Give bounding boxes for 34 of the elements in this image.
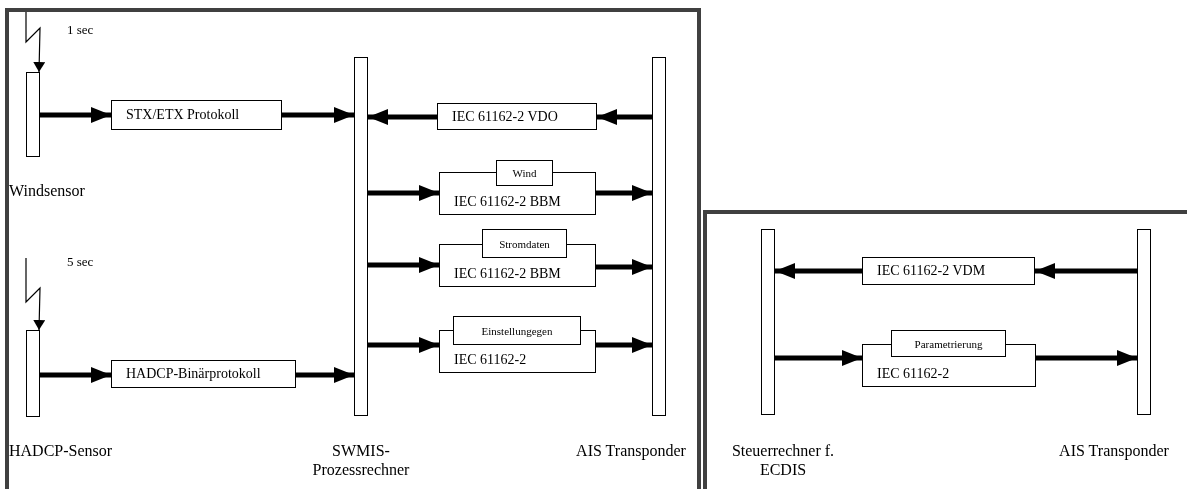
arrow [368, 257, 439, 273]
component-label: HADCP-Sensor [9, 441, 113, 460]
trigger-arrow [25, 11, 46, 73]
arrow [596, 185, 652, 201]
component-label: AIS Transponder [1058, 441, 1170, 460]
arrow [296, 367, 354, 383]
message-box: STX/ETX Protokoll [111, 100, 282, 130]
arrow [368, 185, 439, 201]
arrow [282, 107, 354, 123]
arrow [368, 337, 439, 353]
arrow [368, 109, 437, 125]
message-tab: Stromdaten [482, 229, 567, 258]
arrow [775, 350, 862, 366]
arrow [40, 367, 111, 383]
arrow [596, 337, 652, 353]
message-box: HADCP-Binärprotokoll [111, 360, 296, 388]
interval-label: 5 sec [67, 254, 94, 270]
arrow [40, 107, 111, 123]
message-box: IEC 61162-2 VDO [437, 103, 597, 130]
arrow [597, 109, 652, 125]
arrow [1036, 350, 1137, 366]
message-tab: Einstellungegen [453, 316, 581, 345]
arrow [1035, 263, 1137, 279]
component-label: AIS Transponder [575, 441, 687, 460]
arrow [596, 259, 652, 275]
trigger-arrow [25, 257, 46, 331]
component-label: Steuerrechner f. ECDIS [730, 441, 836, 479]
arrow [775, 263, 862, 279]
component-label: Windsensor [9, 181, 85, 200]
component-label: SWMIS- Prozessrechner [311, 441, 411, 479]
message-box: IEC 61162-2 VDM [862, 257, 1035, 285]
message-tab: Parametrierung [891, 330, 1006, 357]
interval-label: 1 sec [67, 22, 94, 38]
message-tab: Wind [496, 160, 553, 186]
